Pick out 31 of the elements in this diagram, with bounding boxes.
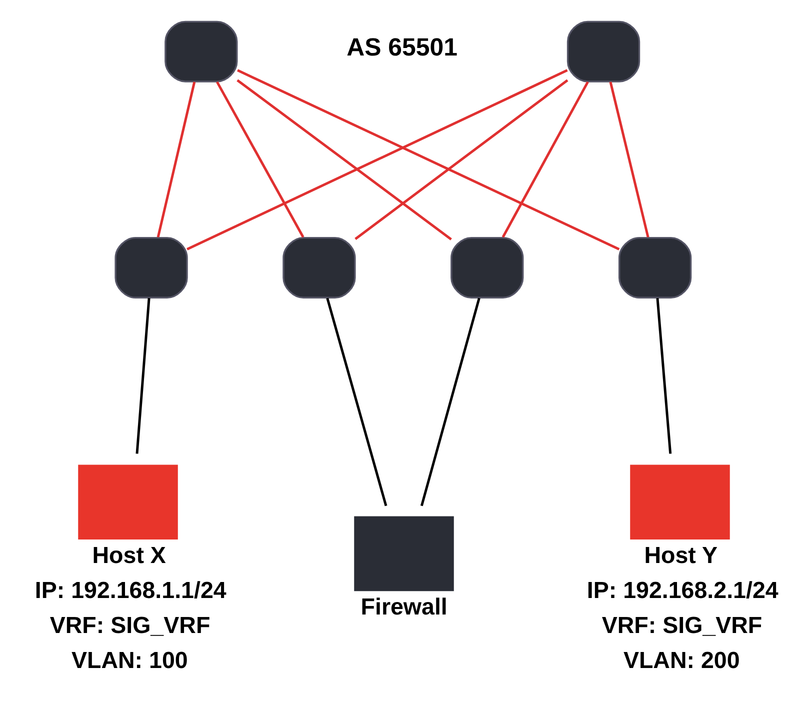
connector	[420, 297, 480, 506]
node-box	[630, 464, 730, 540]
node-box	[450, 236, 524, 298]
node-label: VLAN: 200	[623, 646, 740, 672]
node-label: VRF: SIG_VRF	[50, 611, 210, 638]
node-box	[282, 236, 356, 298]
connector	[502, 80, 589, 238]
connector	[656, 298, 672, 454]
node-label: Firewall	[360, 593, 448, 620]
node-label: VLAN: 100	[71, 646, 188, 672]
connector	[237, 68, 620, 250]
connector	[326, 297, 388, 506]
node-box	[566, 20, 640, 82]
connector	[156, 81, 196, 237]
connector	[136, 298, 150, 454]
connector	[609, 81, 650, 237]
connector	[186, 68, 568, 250]
node-label: Host Y	[644, 542, 718, 568]
node-box	[78, 464, 178, 540]
node-label: IP: 192.168.2.1/24	[586, 576, 778, 603]
node-label: IP: 192.168.1.1/24	[34, 576, 226, 603]
node-box	[618, 236, 692, 298]
connector	[354, 78, 568, 240]
node-label: VRF: SIG_VRF	[602, 611, 762, 638]
node-label: Host X	[92, 542, 166, 568]
node-box	[164, 20, 238, 82]
node-box	[354, 516, 454, 591]
label: AS 65501	[346, 33, 458, 62]
connector	[236, 78, 452, 240]
connector	[216, 80, 304, 238]
node-box	[114, 236, 188, 298]
